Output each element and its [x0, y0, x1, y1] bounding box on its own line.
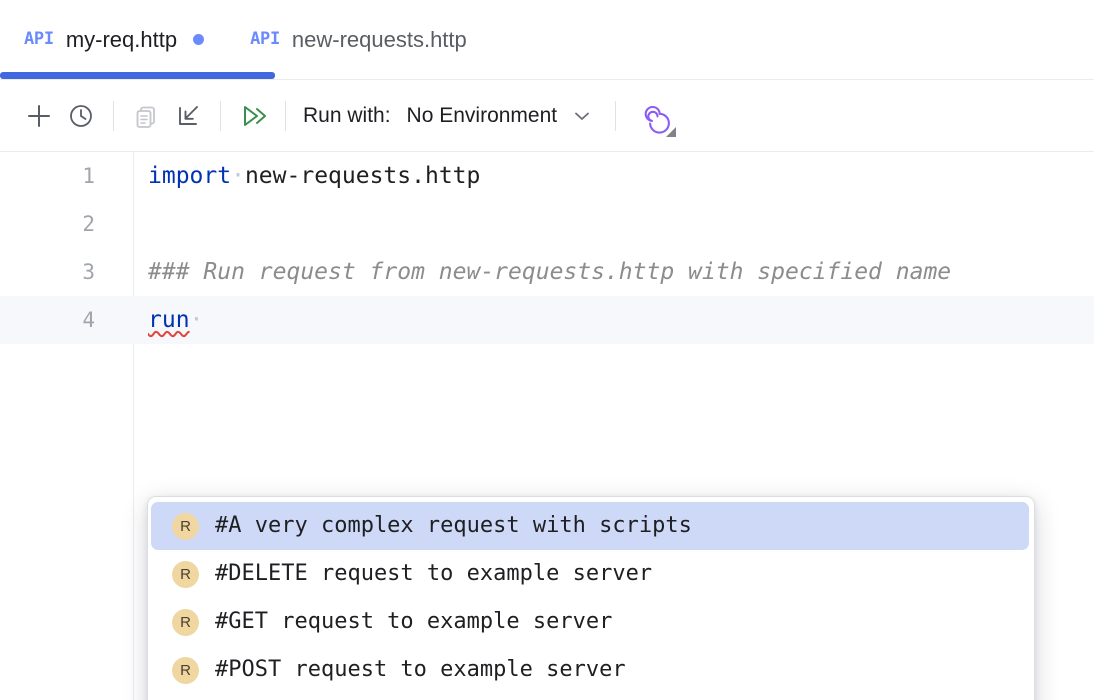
- request-icon: R: [172, 560, 199, 588]
- line-number: 4: [82, 308, 95, 332]
- modified-indicator-icon: [193, 34, 205, 45]
- completion-item-get-request[interactable]: R #GET request to example server: [148, 598, 1034, 646]
- toolbar-divider: [615, 100, 617, 131]
- toolbar-divider: [220, 100, 221, 131]
- code-line-2: 2: [0, 200, 1094, 248]
- import-request-button[interactable]: [167, 95, 209, 137]
- completion-item-label: #DELETE request to example server: [215, 561, 653, 586]
- gutter-divider: [133, 152, 134, 700]
- completion-item-delete-request[interactable]: R #DELETE request to example server: [148, 550, 1034, 598]
- run-keyword: run: [148, 306, 190, 333]
- completion-popup[interactable]: R #A very complex request with scripts R…: [147, 496, 1035, 700]
- code-line-4: 4 run·: [0, 296, 1094, 344]
- tab-title: new-requests.http: [291, 26, 467, 52]
- editor-tab-bar: API my-req.http API new-requests.http: [0, 0, 1094, 80]
- whitespace-dot: ·: [231, 162, 245, 189]
- completion-item-my-req-http[interactable]: API my-req.http: [148, 694, 1034, 700]
- code-editor[interactable]: 1 import·new-requests.http 2 3 ### Run r…: [0, 152, 1094, 700]
- dropdown-triangle-icon: [666, 126, 677, 137]
- plus-icon: [28, 104, 50, 127]
- import-arrow-icon: [179, 105, 198, 125]
- environment-value: No Environment: [406, 103, 558, 127]
- copy-icon: [136, 106, 155, 128]
- add-request-button[interactable]: [18, 95, 60, 137]
- chevron-down-icon: [575, 112, 590, 120]
- tab-new-requests-http[interactable]: API new-requests.http: [226, 0, 489, 79]
- tab-my-req-http[interactable]: API my-req.http: [0, 0, 275, 79]
- copy-request-button[interactable]: [125, 95, 167, 137]
- code-comment: ### Run request from new-requests.http w…: [148, 258, 952, 285]
- history-button[interactable]: [60, 95, 102, 137]
- line-number: 1: [82, 164, 95, 188]
- api-file-icon: API: [24, 29, 54, 49]
- code-content: run·: [133, 306, 204, 333]
- line-number: 2: [82, 212, 95, 236]
- completion-item-label: #GET request to example server: [215, 609, 613, 634]
- request-icon: R: [172, 656, 199, 684]
- clock-icon: [70, 104, 92, 127]
- ai-spiral-icon: [644, 105, 671, 134]
- import-keyword: import: [148, 162, 232, 189]
- import-target: new-requests.http: [244, 162, 481, 189]
- completion-item-label: #A very complex request with scripts: [215, 513, 692, 538]
- environment-select[interactable]: No Environment: [407, 104, 594, 128]
- completion-list: R #A very complex request with scripts R…: [148, 497, 1034, 700]
- http-client-toolbar: Run with: No Environment: [0, 80, 1094, 152]
- toolbar-divider: [113, 100, 114, 131]
- completion-item-label: #POST request to example server: [215, 657, 626, 682]
- run-all-double-chevron-icon: [244, 105, 266, 126]
- code-line-3: 3 ### Run request from new-requests.http…: [0, 248, 1094, 296]
- whitespace-dot: ·: [189, 306, 204, 333]
- code-line-1: 1 import·new-requests.http: [0, 152, 1094, 200]
- completion-item-complex-request[interactable]: R #A very complex request with scripts: [151, 502, 1029, 550]
- run-with-label: Run with:: [303, 103, 391, 127]
- request-icon: R: [172, 512, 199, 540]
- ai-assistant-button[interactable]: [631, 94, 677, 138]
- code-content: import·new-requests.http: [133, 162, 481, 189]
- tab-title: my-req.http: [65, 26, 178, 52]
- completion-item-post-request[interactable]: R #POST request to example server: [148, 646, 1034, 694]
- line-number: 3: [82, 260, 95, 284]
- run-all-button[interactable]: [232, 95, 274, 137]
- request-icon: R: [172, 608, 199, 636]
- toolbar-divider: [285, 100, 286, 131]
- api-file-icon: API: [250, 29, 280, 49]
- active-tab-underline: [0, 72, 275, 79]
